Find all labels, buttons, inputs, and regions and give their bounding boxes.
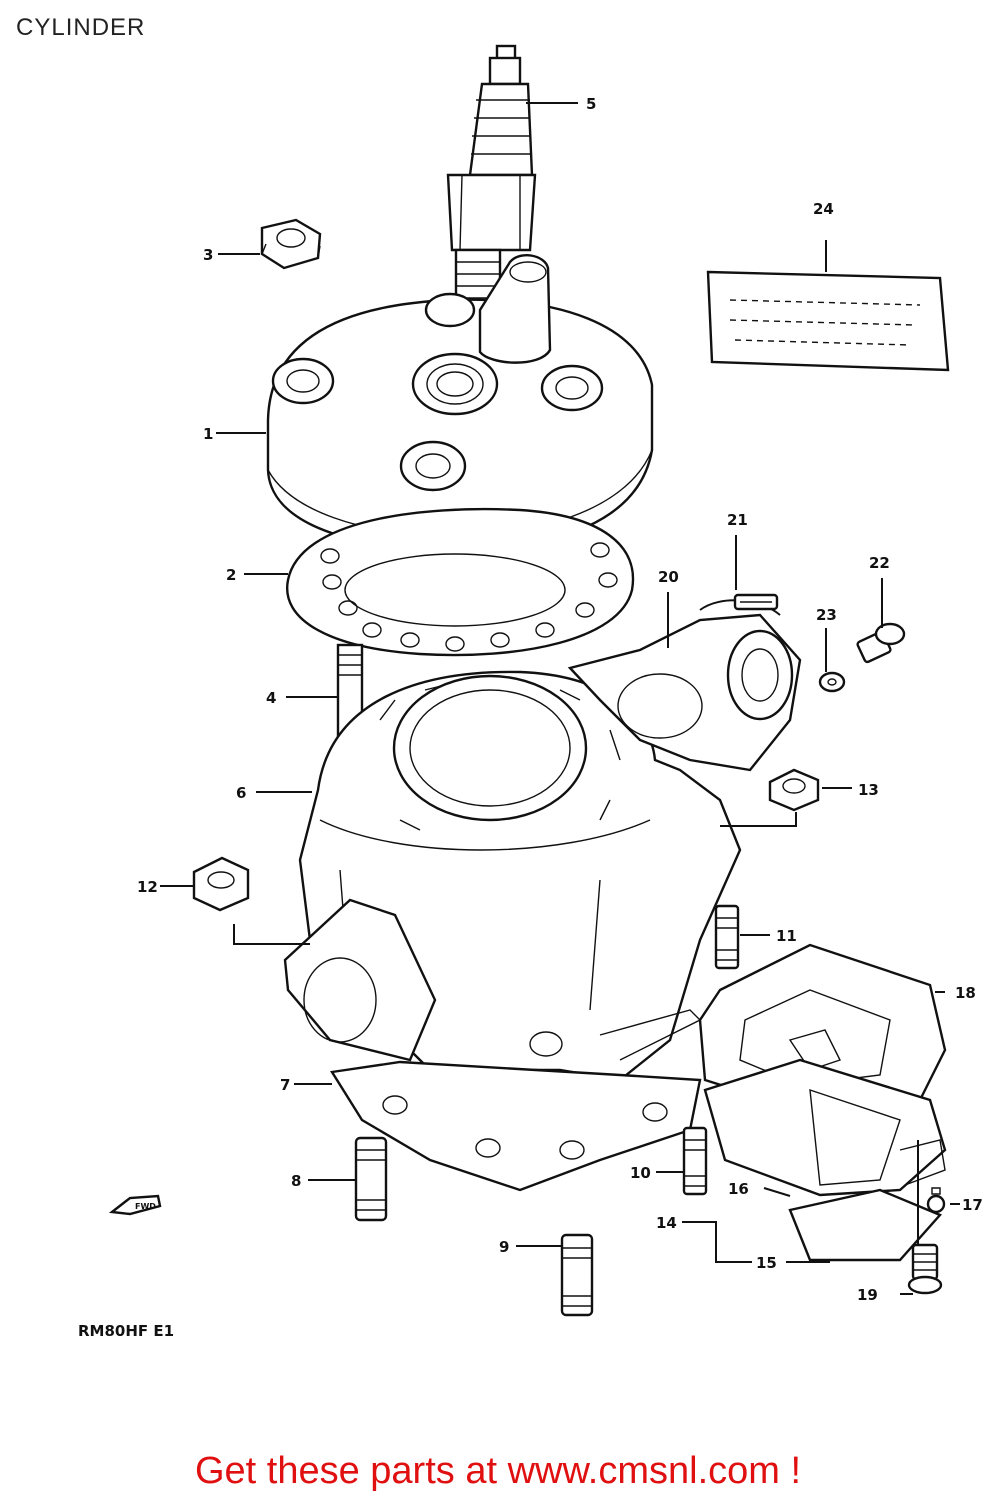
part-label-7: 7 xyxy=(280,1076,290,1094)
model-code: RM80HF E1 xyxy=(78,1322,174,1340)
part-label-18: 18 xyxy=(955,984,976,1002)
cta-link[interactable]: Get these parts at www.cmsnl.com ! xyxy=(194,1450,802,1492)
part-label-8: 8 xyxy=(291,1172,301,1190)
part-label-16: 16 xyxy=(728,1180,749,1198)
part-label-2: 2 xyxy=(226,566,236,584)
reed-valve-drawing[interactable] xyxy=(703,1058,947,1262)
page-title: CYLINDER xyxy=(16,14,146,41)
part-label-14: 14 xyxy=(656,1214,677,1232)
part-label-12: 12 xyxy=(137,878,158,896)
part-label-11: 11 xyxy=(776,927,797,945)
stud-11-drawing[interactable] xyxy=(714,904,740,970)
nut-12-drawing[interactable] xyxy=(192,856,250,912)
part-label-19: 19 xyxy=(857,1286,878,1304)
leader-lines xyxy=(160,102,960,1295)
exhaust-port-drawing xyxy=(283,898,437,1062)
stud-8-drawing[interactable] xyxy=(354,1136,388,1222)
part-label-20: 20 xyxy=(658,568,679,586)
part-label-10: 10 xyxy=(630,1164,651,1182)
stud-9-drawing[interactable] xyxy=(560,1233,594,1317)
cylinder-head-drawing[interactable] xyxy=(266,254,654,552)
svg-text:FWD: FWD xyxy=(135,1202,156,1211)
clamp-21-drawing[interactable] xyxy=(699,593,781,616)
nut-13-drawing[interactable] xyxy=(768,768,820,812)
nut-3-drawing[interactable] xyxy=(260,218,322,270)
part-label-13: 13 xyxy=(858,781,879,799)
part-label-1: 1 xyxy=(203,425,213,443)
part-label-4: 4 xyxy=(266,689,276,707)
fwd-arrow-icon: FWD xyxy=(108,1194,162,1216)
base-gasket-drawing[interactable] xyxy=(330,1060,702,1192)
bolt-22-drawing[interactable] xyxy=(856,622,906,664)
stud-10-drawing[interactable] xyxy=(682,1126,708,1196)
intake-pipe-drawing[interactable] xyxy=(567,613,802,772)
part-label-15: 15 xyxy=(756,1254,777,1272)
label-decal-24-drawing[interactable] xyxy=(706,270,950,372)
part-label-6: 6 xyxy=(236,784,246,802)
part-label-3: 3 xyxy=(203,246,213,264)
bolt-19-drawing[interactable] xyxy=(907,1243,943,1295)
screw-17-drawing[interactable] xyxy=(926,1187,946,1214)
washer-23-drawing[interactable] xyxy=(818,671,846,693)
head-gasket-drawing[interactable] xyxy=(285,507,635,657)
part-label-5: 5 xyxy=(586,95,596,113)
part-label-21: 21 xyxy=(727,511,748,529)
part-label-24: 24 xyxy=(813,200,834,218)
part-label-23: 23 xyxy=(816,606,837,624)
part-label-22: 22 xyxy=(869,554,890,572)
part-label-17: 17 xyxy=(962,1196,983,1214)
part-label-9: 9 xyxy=(499,1238,509,1256)
